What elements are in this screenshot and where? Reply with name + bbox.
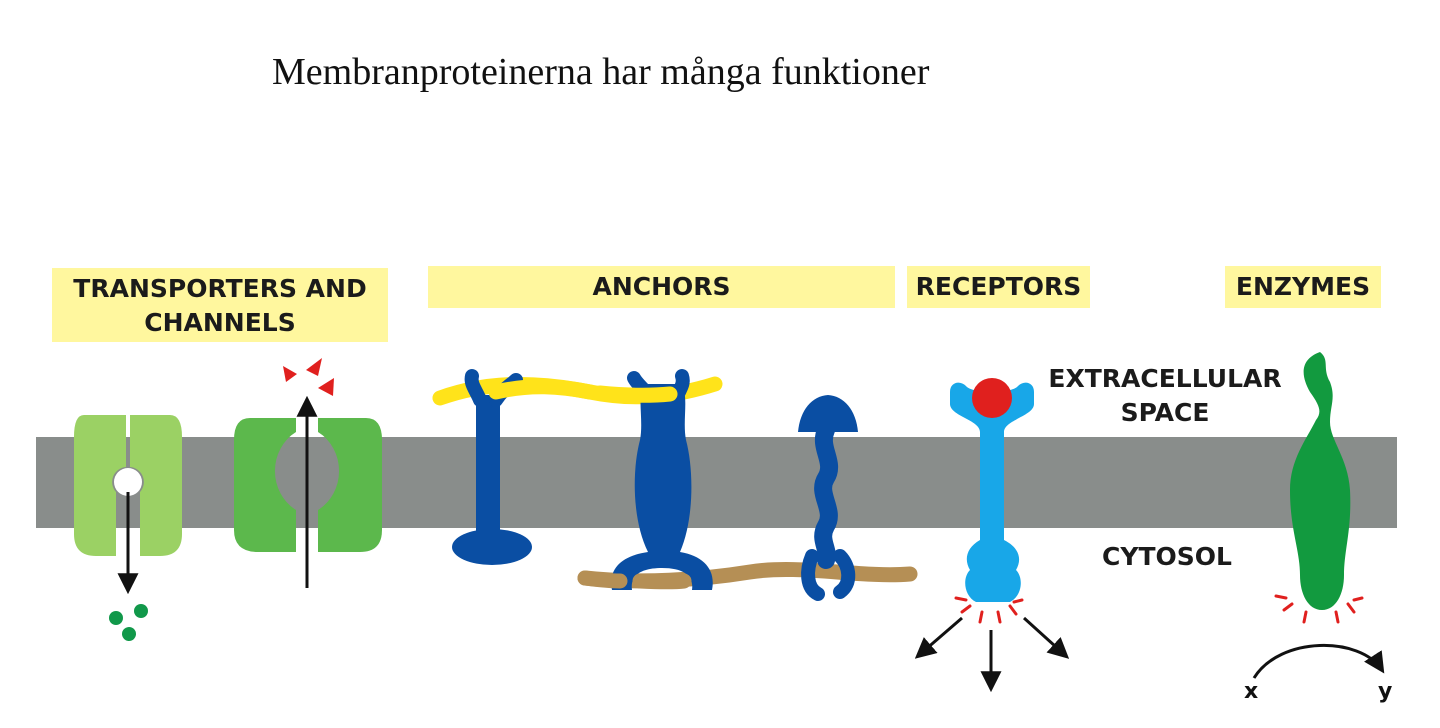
fiber-overlap xyxy=(592,385,678,403)
signal-dashes xyxy=(954,596,1024,624)
label-enzymes-text: ENZYMES xyxy=(1235,272,1371,301)
label-transporters-and-channels: TRANSPORTERS AND CHANNELS xyxy=(52,268,388,342)
label-anchors-text: ANCHORS xyxy=(592,272,731,301)
product-y: y xyxy=(1378,679,1392,704)
channel-left-half xyxy=(234,418,296,552)
signal-arrow-right xyxy=(1022,616,1070,659)
channel-protein xyxy=(234,358,382,588)
reaction-arrow xyxy=(1252,644,1385,679)
signal-arrow-left xyxy=(914,616,963,659)
transporter-right-half xyxy=(130,415,182,556)
label-cytosol-text: CYTOSOL xyxy=(1102,542,1232,571)
enzyme-protein: x y xyxy=(1244,352,1392,704)
fiber-overlap xyxy=(577,570,628,589)
solute-dot xyxy=(109,611,123,625)
label-receptors: RECEPTORS xyxy=(907,266,1090,308)
fiber-overlap xyxy=(632,573,692,590)
transporter-cavity xyxy=(114,468,142,496)
label-extracellular-text: EXTRACELLULAR SPACE xyxy=(1048,364,1282,427)
solute-dot xyxy=(134,604,148,618)
label-transporters-text: TRANSPORTERS AND CHANNELS xyxy=(73,274,367,337)
transporter-left-half xyxy=(74,415,126,556)
transporter-protein xyxy=(74,415,182,641)
solute-dot xyxy=(122,627,136,641)
label-enzymes: ENZYMES xyxy=(1225,266,1381,308)
ion-triangle xyxy=(318,378,334,396)
label-anchors: ANCHORS xyxy=(428,266,895,308)
ion-triangle xyxy=(283,366,297,382)
ligand xyxy=(972,378,1012,418)
label-receptors-text: RECEPTORS xyxy=(915,272,1082,301)
channel-right-half xyxy=(318,418,382,552)
page-title: Membranproteinerna har många funktioner xyxy=(272,51,930,93)
fiber-overlap xyxy=(488,379,598,400)
anchor-protein-wavy xyxy=(798,395,858,601)
receptor-protein xyxy=(914,378,1070,693)
substrate-x: x xyxy=(1244,679,1258,704)
label-cytosol: CYTOSOL xyxy=(1092,540,1242,574)
ion-triangle xyxy=(306,358,322,376)
catalysis-dashes xyxy=(1274,594,1364,624)
label-extracellular-space: EXTRACELLULAR SPACE xyxy=(1038,362,1292,430)
